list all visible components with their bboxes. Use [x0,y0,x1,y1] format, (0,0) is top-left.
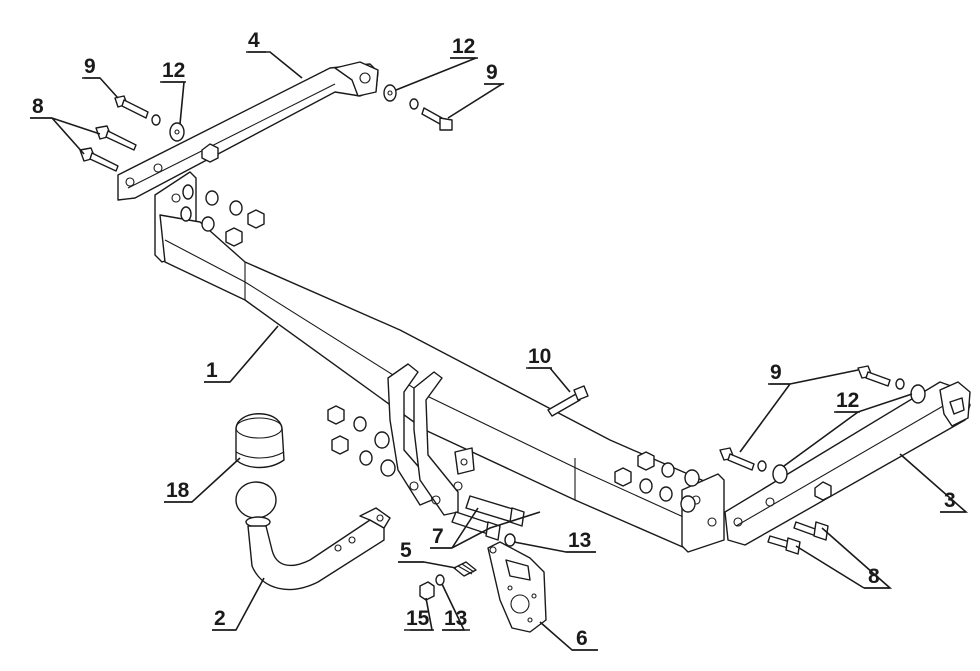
callout-3: 3 [944,489,956,512]
callout-9-left: 9 [84,55,96,78]
callout-8-right: 8 [868,565,880,588]
right-arm-nut-icon [814,481,832,501]
callout-5: 5 [400,539,412,562]
right-fasteners [614,365,926,555]
callout-9-top: 9 [486,61,498,84]
part-6-socket-plate [487,541,547,633]
callout-7: 7 [432,525,444,548]
callout-8-left: 8 [32,95,44,118]
callout-15: 15 [406,607,430,630]
callout-10: 10 [528,345,551,368]
upper-fasteners [383,84,453,131]
part-1-main-crossbeam [154,171,725,553]
callout-12-top: 12 [452,35,475,58]
part-4-left-side-arm [117,61,379,201]
callout-13-right: 13 [568,529,591,552]
part-18-ball-cover [235,413,285,469]
callout-1: 1 [206,359,218,382]
center-fasteners [327,385,589,541]
callout-18: 18 [166,479,190,502]
callout-2: 2 [214,607,226,630]
part-3-right-side-arm [724,381,971,546]
callout-12-left: 12 [162,59,185,82]
callout-12-right: 12 [836,389,859,412]
callout-13-lower: 13 [444,607,467,630]
left-fasteners [79,95,265,247]
callout-4: 4 [248,29,260,52]
left-arm-nut-icon [201,143,219,163]
part-2-towball [235,481,391,591]
callout-6: 6 [576,627,588,650]
callout-9-right: 9 [770,361,782,384]
part-5-spring-washer-set [419,533,516,601]
callout-labels: 4 9 12 8 12 9 1 10 9 12 3 8 18 7 13 5 15 [30,29,966,651]
